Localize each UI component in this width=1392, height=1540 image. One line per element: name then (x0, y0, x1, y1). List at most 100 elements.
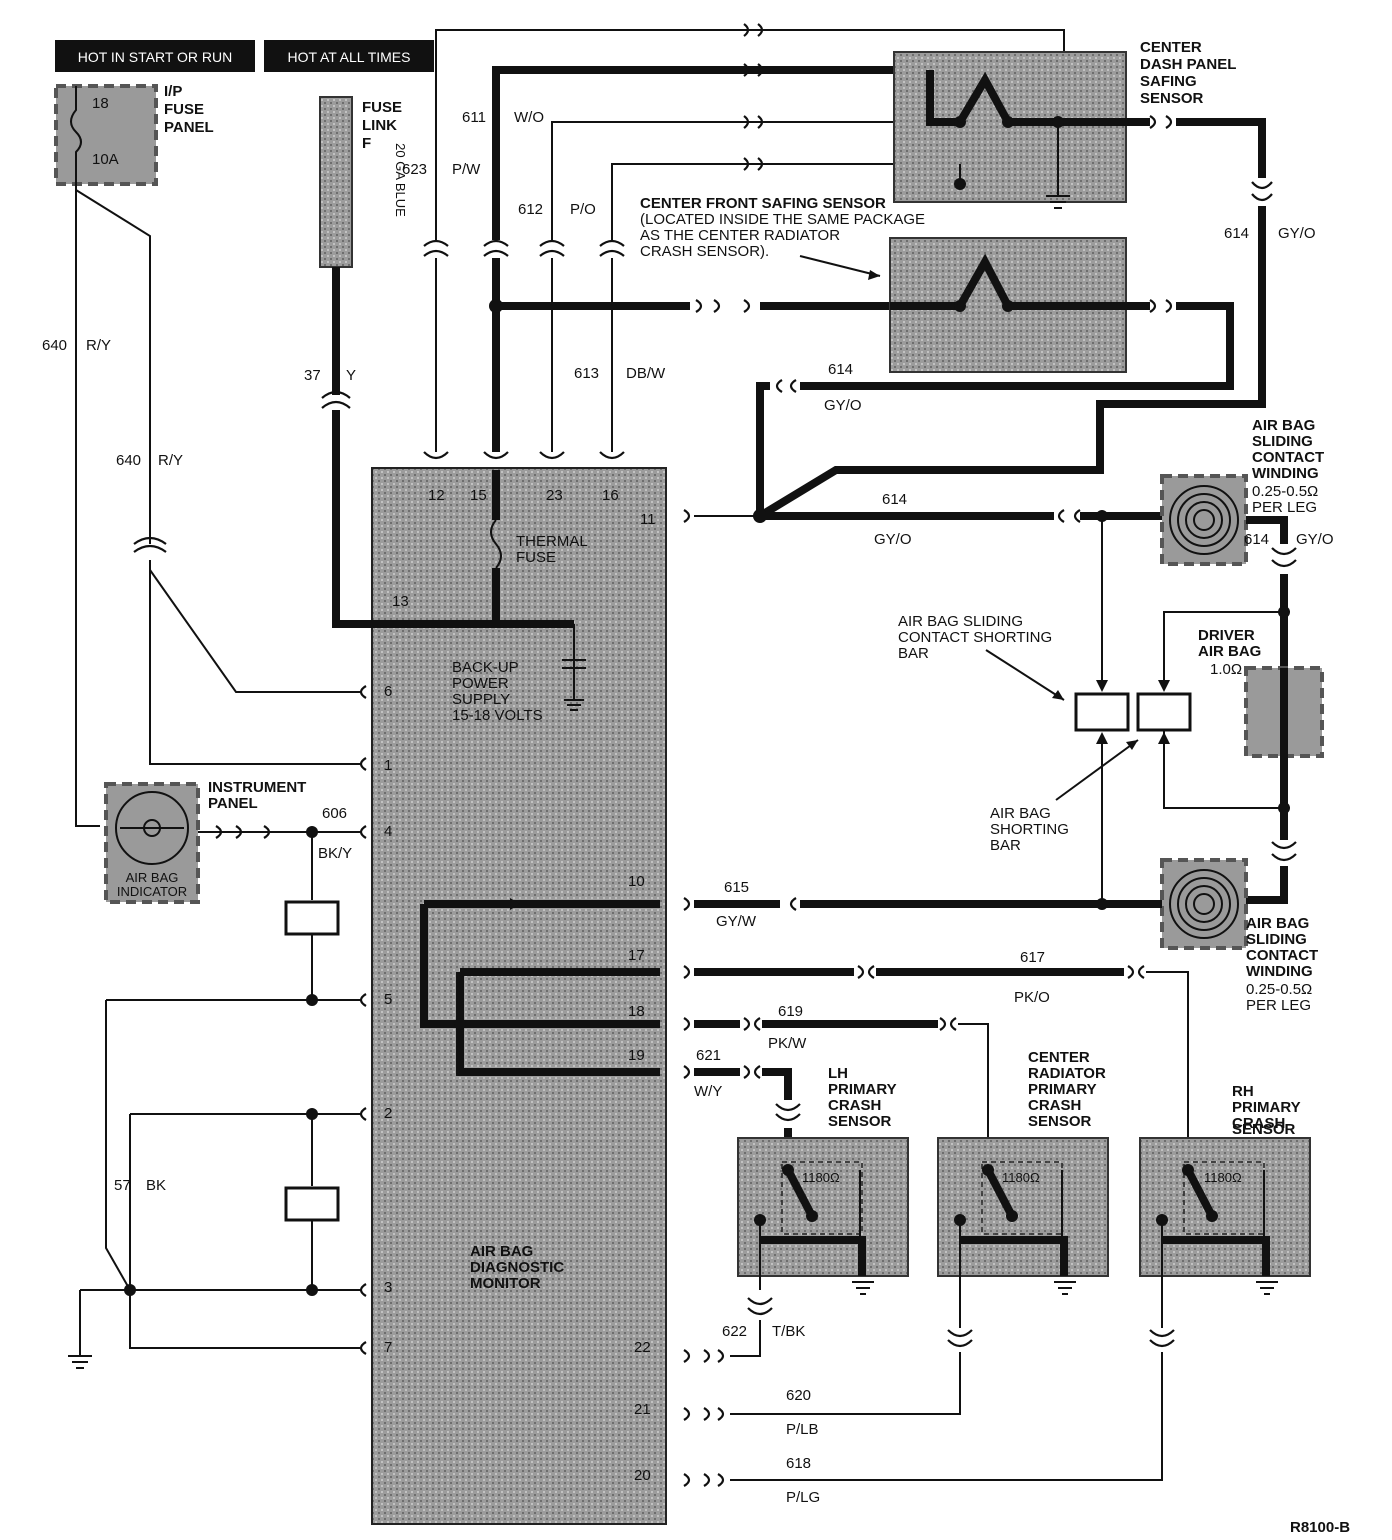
svg-text:1180Ω: 1180Ω (1204, 1170, 1242, 1185)
svg-text:20: 20 (634, 1467, 651, 1484)
hot-start-run-tag: HOT IN START OR RUN (55, 40, 255, 72)
svg-text:18: 18 (92, 95, 109, 112)
svg-text:0.25-0.5Ω: 0.25-0.5Ω (1246, 981, 1312, 998)
svg-text:DIAGNOSTIC: DIAGNOSTIC (470, 1259, 564, 1276)
center-dash-safing-sensor: CENTER DASH PANEL SAFING SENSOR (893, 39, 1236, 209)
circuit-614: 614 GY/O 614 GY/O 614 GY/O (683, 115, 1316, 548)
instrument-panel-indicator: AIR BAG INDICATOR INSTRUMENT PANEL (104, 779, 306, 904)
internal-circuits (356, 470, 660, 1076)
svg-text:BAR: BAR (898, 645, 929, 662)
svg-text:10A: 10A (92, 151, 119, 168)
svg-text:1: 1 (384, 757, 392, 774)
svg-text:SENSOR: SENSOR (1028, 1113, 1092, 1130)
svg-text:SAFING: SAFING (1140, 73, 1197, 90)
circuit-620: 620 P/LB (683, 1329, 973, 1438)
circuit-618: 618 P/LG (683, 1329, 1175, 1506)
circuit-615: 615 GY/W (683, 879, 1162, 930)
svg-text:7: 7 (384, 1339, 392, 1356)
circuit-37: 37 Y (304, 267, 356, 628)
svg-text:SLIDING: SLIDING (1252, 433, 1313, 450)
svg-text:P/LB: P/LB (786, 1421, 819, 1438)
svg-text:CENTER: CENTER (1028, 1049, 1090, 1066)
svg-text:12: 12 (428, 487, 445, 504)
svg-text:PANEL: PANEL (208, 795, 258, 812)
svg-text:INDICATOR: INDICATOR (117, 884, 187, 899)
svg-text:17: 17 (628, 947, 645, 964)
svg-text:CRASH: CRASH (1028, 1097, 1081, 1114)
circuit-57-ground: 57 BK (68, 1000, 362, 1369)
svg-text:Y: Y (346, 367, 356, 384)
air-bag-diagnostic-monitor: AIR BAG DIAGNOSTIC MONITOR THERMAL FUSE … (371, 467, 667, 1525)
svg-text:PANEL: PANEL (164, 119, 214, 136)
svg-text:PK/W: PK/W (768, 1035, 807, 1052)
svg-text:19: 19 (628, 1047, 645, 1064)
svg-text:PRIMARY: PRIMARY (1028, 1081, 1097, 1098)
svg-text:LINK: LINK (362, 117, 397, 134)
svg-text:CRASH: CRASH (1232, 1115, 1285, 1132)
svg-text:AIR BAG: AIR BAG (1246, 915, 1309, 932)
svg-text:AIR BAG: AIR BAG (470, 1243, 533, 1260)
svg-text:15: 15 (470, 487, 487, 504)
svg-text:POWER: POWER (452, 675, 509, 692)
svg-text:15-18 VOLTS: 15-18 VOLTS (452, 707, 543, 724)
svg-text:RADIATOR: RADIATOR (1028, 1065, 1106, 1082)
svg-text:BK/Y: BK/Y (318, 845, 352, 862)
lh-primary-crash-sensor: 1180Ω LH PRIMARY CRASH SENSOR (737, 1065, 909, 1295)
svg-text:DB/W: DB/W (626, 365, 666, 382)
svg-text:621: 621 (696, 1047, 721, 1064)
svg-text:LH: LH (828, 1065, 848, 1082)
svg-text:613: 613 (574, 365, 599, 382)
circuit-622: 622 T/BK (683, 1297, 805, 1363)
svg-text:615: 615 (724, 879, 749, 896)
svg-text:HOT IN START OR RUN: HOT IN START OR RUN (78, 49, 233, 65)
svg-text:13: 13 (392, 593, 409, 610)
circuit-612: 612 P/O (518, 115, 900, 460)
svg-text:18: 18 (628, 1003, 645, 1020)
svg-text:(LOCATED INSIDE THE SAME PACKA: (LOCATED INSIDE THE SAME PACKAGE (640, 211, 925, 228)
svg-text:0.25-0.5Ω: 0.25-0.5Ω (1252, 483, 1318, 500)
shorting-bars: AIR BAG SLIDING CONTACT SHORTING BAR AIR… (898, 516, 1192, 910)
svg-text:10: 10 (628, 873, 645, 890)
svg-text:614: 614 (1244, 531, 1269, 548)
svg-text:11: 11 (640, 511, 656, 528)
svg-text:DASH PANEL: DASH PANEL (1140, 56, 1236, 73)
svg-text:GY/O: GY/O (1296, 531, 1334, 548)
svg-text:640: 640 (116, 452, 141, 469)
svg-text:I/P: I/P (164, 83, 182, 100)
fuse-link: 20 GA BLUE FUSE LINK F (319, 96, 408, 268)
svg-text:618: 618 (786, 1455, 811, 1472)
circuit-613: 613 DB/W (574, 157, 900, 460)
monitor-pin-labels: 12 15 23 16 11 13 6 1 4 5 2 3 7 10 17 18… (384, 487, 656, 1484)
svg-text:1180Ω: 1180Ω (1002, 1170, 1040, 1185)
svg-text:AS THE CENTER RADIATOR: AS THE CENTER RADIATOR (640, 227, 840, 244)
svg-text:606: 606 (322, 805, 347, 822)
svg-text:P/LG: P/LG (786, 1489, 820, 1506)
svg-text:611: 611 (462, 109, 486, 126)
svg-text:CONTACT: CONTACT (1252, 449, 1324, 466)
circuit-640: 640 R/Y 640 R/Y (42, 184, 362, 827)
svg-text:AIR BAG: AIR BAG (1252, 417, 1315, 434)
svg-text:20 GA BLUE: 20 GA BLUE (393, 143, 408, 217)
svg-text:16: 16 (602, 487, 619, 504)
svg-text:P/W: P/W (452, 161, 481, 178)
svg-text:CRASH SENSOR).: CRASH SENSOR). (640, 243, 769, 260)
svg-text:2: 2 (384, 1105, 392, 1122)
svg-text:RH: RH (1232, 1083, 1254, 1100)
circuit-619: 619 PK/W (683, 1003, 989, 1170)
svg-text:R/Y: R/Y (86, 337, 111, 354)
svg-text:SENSOR: SENSOR (1140, 90, 1204, 107)
svg-text:PRIMARY: PRIMARY (1232, 1099, 1301, 1116)
svg-text:WINDING: WINDING (1252, 465, 1319, 482)
svg-text:PER LEG: PER LEG (1252, 499, 1317, 516)
svg-text:3: 3 (384, 1279, 392, 1296)
rh-primary-crash-sensor: 1180Ω RH PRIMARY CRASH SENSOR (1139, 1083, 1311, 1328)
svg-text:SENSOR: SENSOR (828, 1113, 892, 1130)
svg-text:AIR BAG: AIR BAG (1198, 643, 1261, 660)
ip-fuse-panel: 18 10A I/P FUSE PANEL (54, 83, 214, 186)
svg-text:1180Ω: 1180Ω (802, 1170, 840, 1185)
svg-text:HOT AT ALL TIMES: HOT AT ALL TIMES (288, 49, 411, 65)
svg-text:GY/W: GY/W (716, 913, 757, 930)
svg-text:PRIMARY: PRIMARY (828, 1081, 897, 1098)
svg-text:GY/O: GY/O (1278, 225, 1316, 242)
svg-text:CENTER FRONT SAFING SENSOR: CENTER FRONT SAFING SENSOR (640, 195, 886, 212)
